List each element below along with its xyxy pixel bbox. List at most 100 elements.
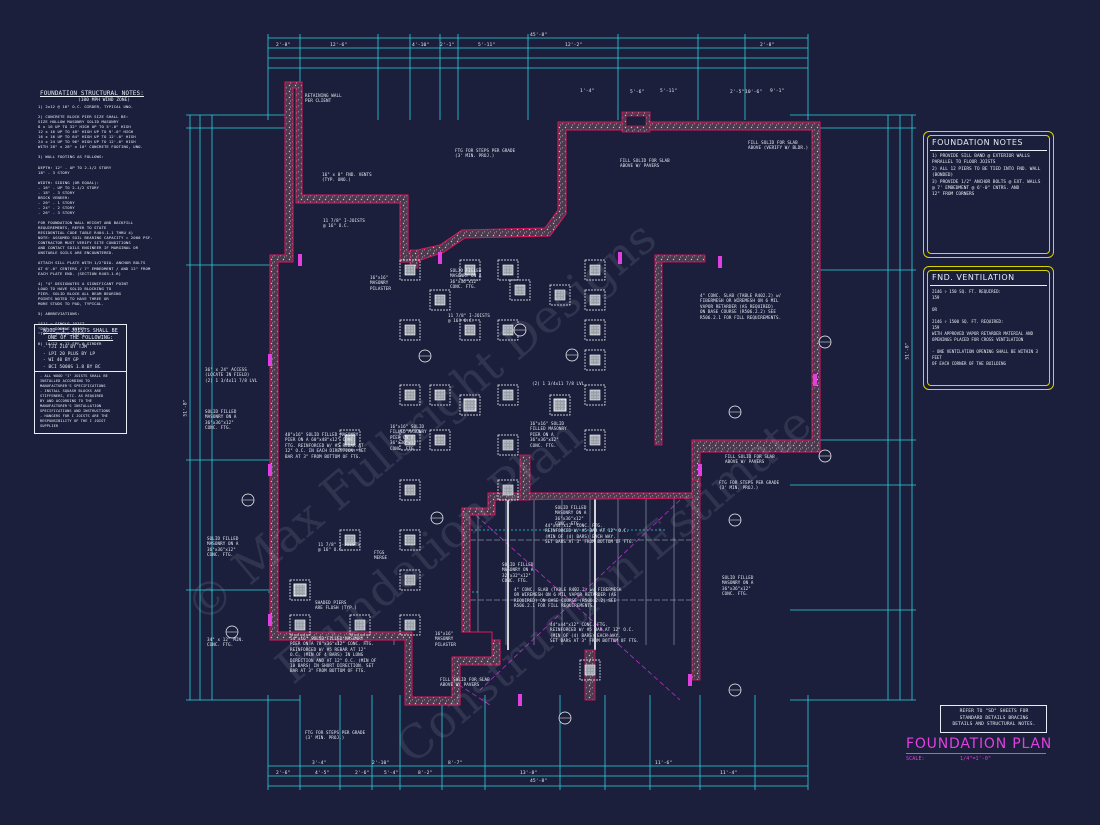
refer-note: REFER TO "SD" SHEETS FOR STANDARD DETAIL… [952,709,1036,727]
masonry-pier [502,324,514,336]
pier-footing [459,259,481,281]
masonry-pier [589,354,601,366]
plan-callout: SOLID FILLED MASONRY ON A 36"x36"x12" CO… [450,268,482,290]
dim-bottom-row2: 3'-4" [312,761,327,766]
masonry-pier [589,264,601,276]
masonry-pier [434,434,446,446]
pier-footing [584,319,606,341]
joist-box-options: - TJI 210 BY TJM - LPI 20 PLUS BY LP - W… [43,345,101,370]
masonry-pier [434,294,446,306]
dim-bottom-row2: 2'-10" [372,761,390,766]
joist-box-notes: - ALL WOOD "I" JOISTS SHALL BE INSTALLED… [40,374,111,428]
slab-diagonal [479,499,681,691]
foundation-vent [268,464,272,476]
plan-callout: 36" x 24" ACCESS (LOCATE IN FIELD) (2) 1… [205,367,258,383]
plan-callout: SHADED PIERS ARE FLUSH (TYP.) [315,600,357,611]
foundation-vent [298,254,302,266]
pier-footing [399,529,421,551]
pier-footing [399,479,421,501]
plan-callout: 4" CONC. SLAB (TABLE R402.2) w/ FIBERMES… [514,587,622,609]
dim-bottom-row: 8'-2" [418,771,433,776]
pier-footing [579,659,601,681]
plan-callout: 4" CONC. SLAB (TABLE R402.2) w/ FIBERMES… [700,293,782,320]
pier-footing [399,614,421,636]
plan-callout: SOLID FILLED MASONRY ON A 36"x36"x12" CO… [722,575,754,597]
piers [289,259,606,681]
plan-callout: FTG FOR STEPS PER GRADE (3' MIN. PROJ.) [455,148,516,159]
masonry-pier [584,664,596,676]
masonry-pier [464,264,476,276]
foundation-vent [268,354,272,366]
dim-top-row: 4'-10" [412,43,430,48]
pier-footing [497,259,519,281]
masonry-pier [404,484,416,496]
dim-bottom-row: 4'-5" [315,771,330,776]
plan-callout: FILL SOLID FOR SLAB ABOVE W/ PAVERS [620,158,670,169]
fnd-ventilation-box: FND. VENTILATION 2146 ÷ 150 SQ. FT. REQU… [923,266,1054,390]
plan-callout: 44"x44"x12" CONC. FTG. REINFORCED W/ #5 … [550,622,640,644]
pier-footing [289,579,311,601]
plan-callout: FILL SOLID FOR SLAB ABOVE (VERIFY W/ BLD… [748,140,809,151]
masonry-pier [589,434,601,446]
dim-bottom-row: 13'-8" [520,771,538,776]
masonry-pier [294,619,306,631]
pier-footing [339,529,361,551]
masonry-pier [464,324,476,336]
dim-top-row2: 9'-1" [770,89,785,94]
stem-wall [654,254,706,263]
structural-notes-title: FOUNDATION STRUCTURAL NOTES: [40,90,144,97]
pier-footing [429,429,451,451]
pier-footing [549,284,571,306]
fnd-ventilation-body: 2146 ÷ 150 SQ. FT. REQUIRED: 159 OR 2146… [932,289,1038,366]
dim-top-row2: 10'-6" [745,90,763,95]
dim-bottom-row: 2'-6" [355,771,370,776]
foundation-vent [698,464,702,476]
structural-notes-body: 1) 2x12 @ 16" O.C. GIRDER, TYPICAL UNO. … [38,104,153,347]
flush-pier [293,583,307,597]
foundation-vent [438,252,442,264]
dim-top-row: 2'-1" [440,43,455,48]
stem-wall [691,479,701,681]
dim-top-row2: 2'-5" [730,90,745,95]
plan-callout: 11 7/8" I-JOISTS @ 16" O.C. [323,218,365,229]
masonry-pier [502,484,514,496]
plan-callout: SOLID FILLED MASONRY ON A 36"x36"x12" CO… [555,505,587,527]
dim-bottom-row: 5'-4" [384,771,399,776]
masonry-pier [344,434,356,446]
dim-bottom-row: 2'-6" [276,771,291,776]
dim-bottom-row2: 11'-6" [655,761,673,766]
pier-footing [349,614,371,636]
pier-footing [509,279,531,301]
stem-wall [519,454,531,501]
chimney-footing-core [625,115,647,127]
pier-footing [584,259,606,281]
dim-bottom-row: 11'-4" [720,771,738,776]
plan-callout: SOLID FILLED MASONRY ON A 36"x36"x12" CO… [207,536,239,558]
masonry-pier [589,324,601,336]
plan-callout: 44"x44"x12" CONC. FTG. REINFORCED W/ #5 … [545,523,635,545]
section-markers [225,323,832,725]
plan-callout: 11 7/8" I-JOISTS @ 16" O.C. [448,313,490,324]
pier-footing [399,319,421,341]
masonry-pier [514,284,526,296]
foundation-vent [813,374,817,386]
plan-callout: RETAINING WALL PER CLIENT [305,93,342,104]
pier-footing [289,614,311,636]
masonry-pier [554,289,566,301]
pier-footing [429,384,451,406]
flush-pier [463,398,477,412]
foundation-vent [718,256,722,268]
plan-callout: 16"x16" MASONRY PILASTER [435,631,456,647]
plan-callout: 16"x16" SOLID FILLED MASONRY PIER ON A 3… [530,421,567,448]
plan-callout: 16" x 8" FND. VENTS (TYP. UNO.) [322,172,372,183]
dim-top-row: 5'-11" [478,43,496,48]
plan-callout: 34" x 12" MIN. CONC. FTG. [207,637,244,648]
stem-wall [654,254,663,446]
masonry-pier [404,534,416,546]
masonry-pier [502,389,514,401]
masonry-pier [404,434,416,446]
pier-footing [497,434,519,456]
dim-top-row2: 5'-6" [630,90,645,95]
masonry-pier [344,534,356,546]
